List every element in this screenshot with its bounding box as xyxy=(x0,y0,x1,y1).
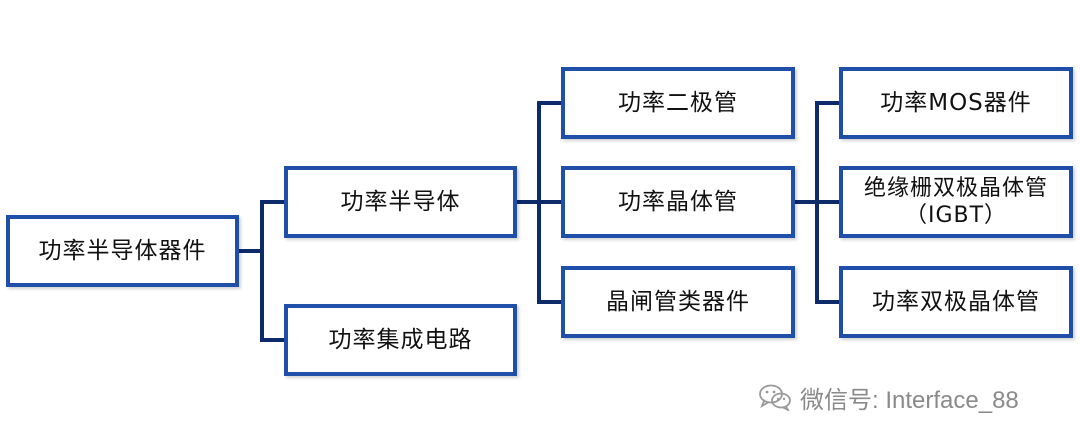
node-power-bipolar-transistor: 功率双极晶体管 xyxy=(839,266,1073,338)
node-igbt: 绝缘栅双极晶体管 （IGBT） xyxy=(839,166,1073,238)
igbt-label-line2: （IGBT） xyxy=(904,203,1008,228)
node-power-semiconductor-devices: 功率半导体器件 xyxy=(6,215,239,287)
wechat-watermark: 微信号: Interface_88 xyxy=(758,382,1019,414)
watermark-text: 微信号: Interface_88 xyxy=(800,386,1019,414)
node-power-integrated-circuit: 功率集成电路 xyxy=(284,304,517,376)
node-power-transistor: 功率晶体管 xyxy=(561,166,795,238)
node-thyristor-devices: 晶闸管类器件 xyxy=(561,266,795,338)
node-power-mos-device: 功率MOS器件 xyxy=(839,67,1073,139)
node-power-diode: 功率二极管 xyxy=(561,67,795,139)
igbt-label-line1: 绝缘栅双极晶体管 xyxy=(863,175,1048,201)
node-power-semiconductor: 功率半导体 xyxy=(284,166,517,238)
wechat-icon xyxy=(759,384,791,411)
